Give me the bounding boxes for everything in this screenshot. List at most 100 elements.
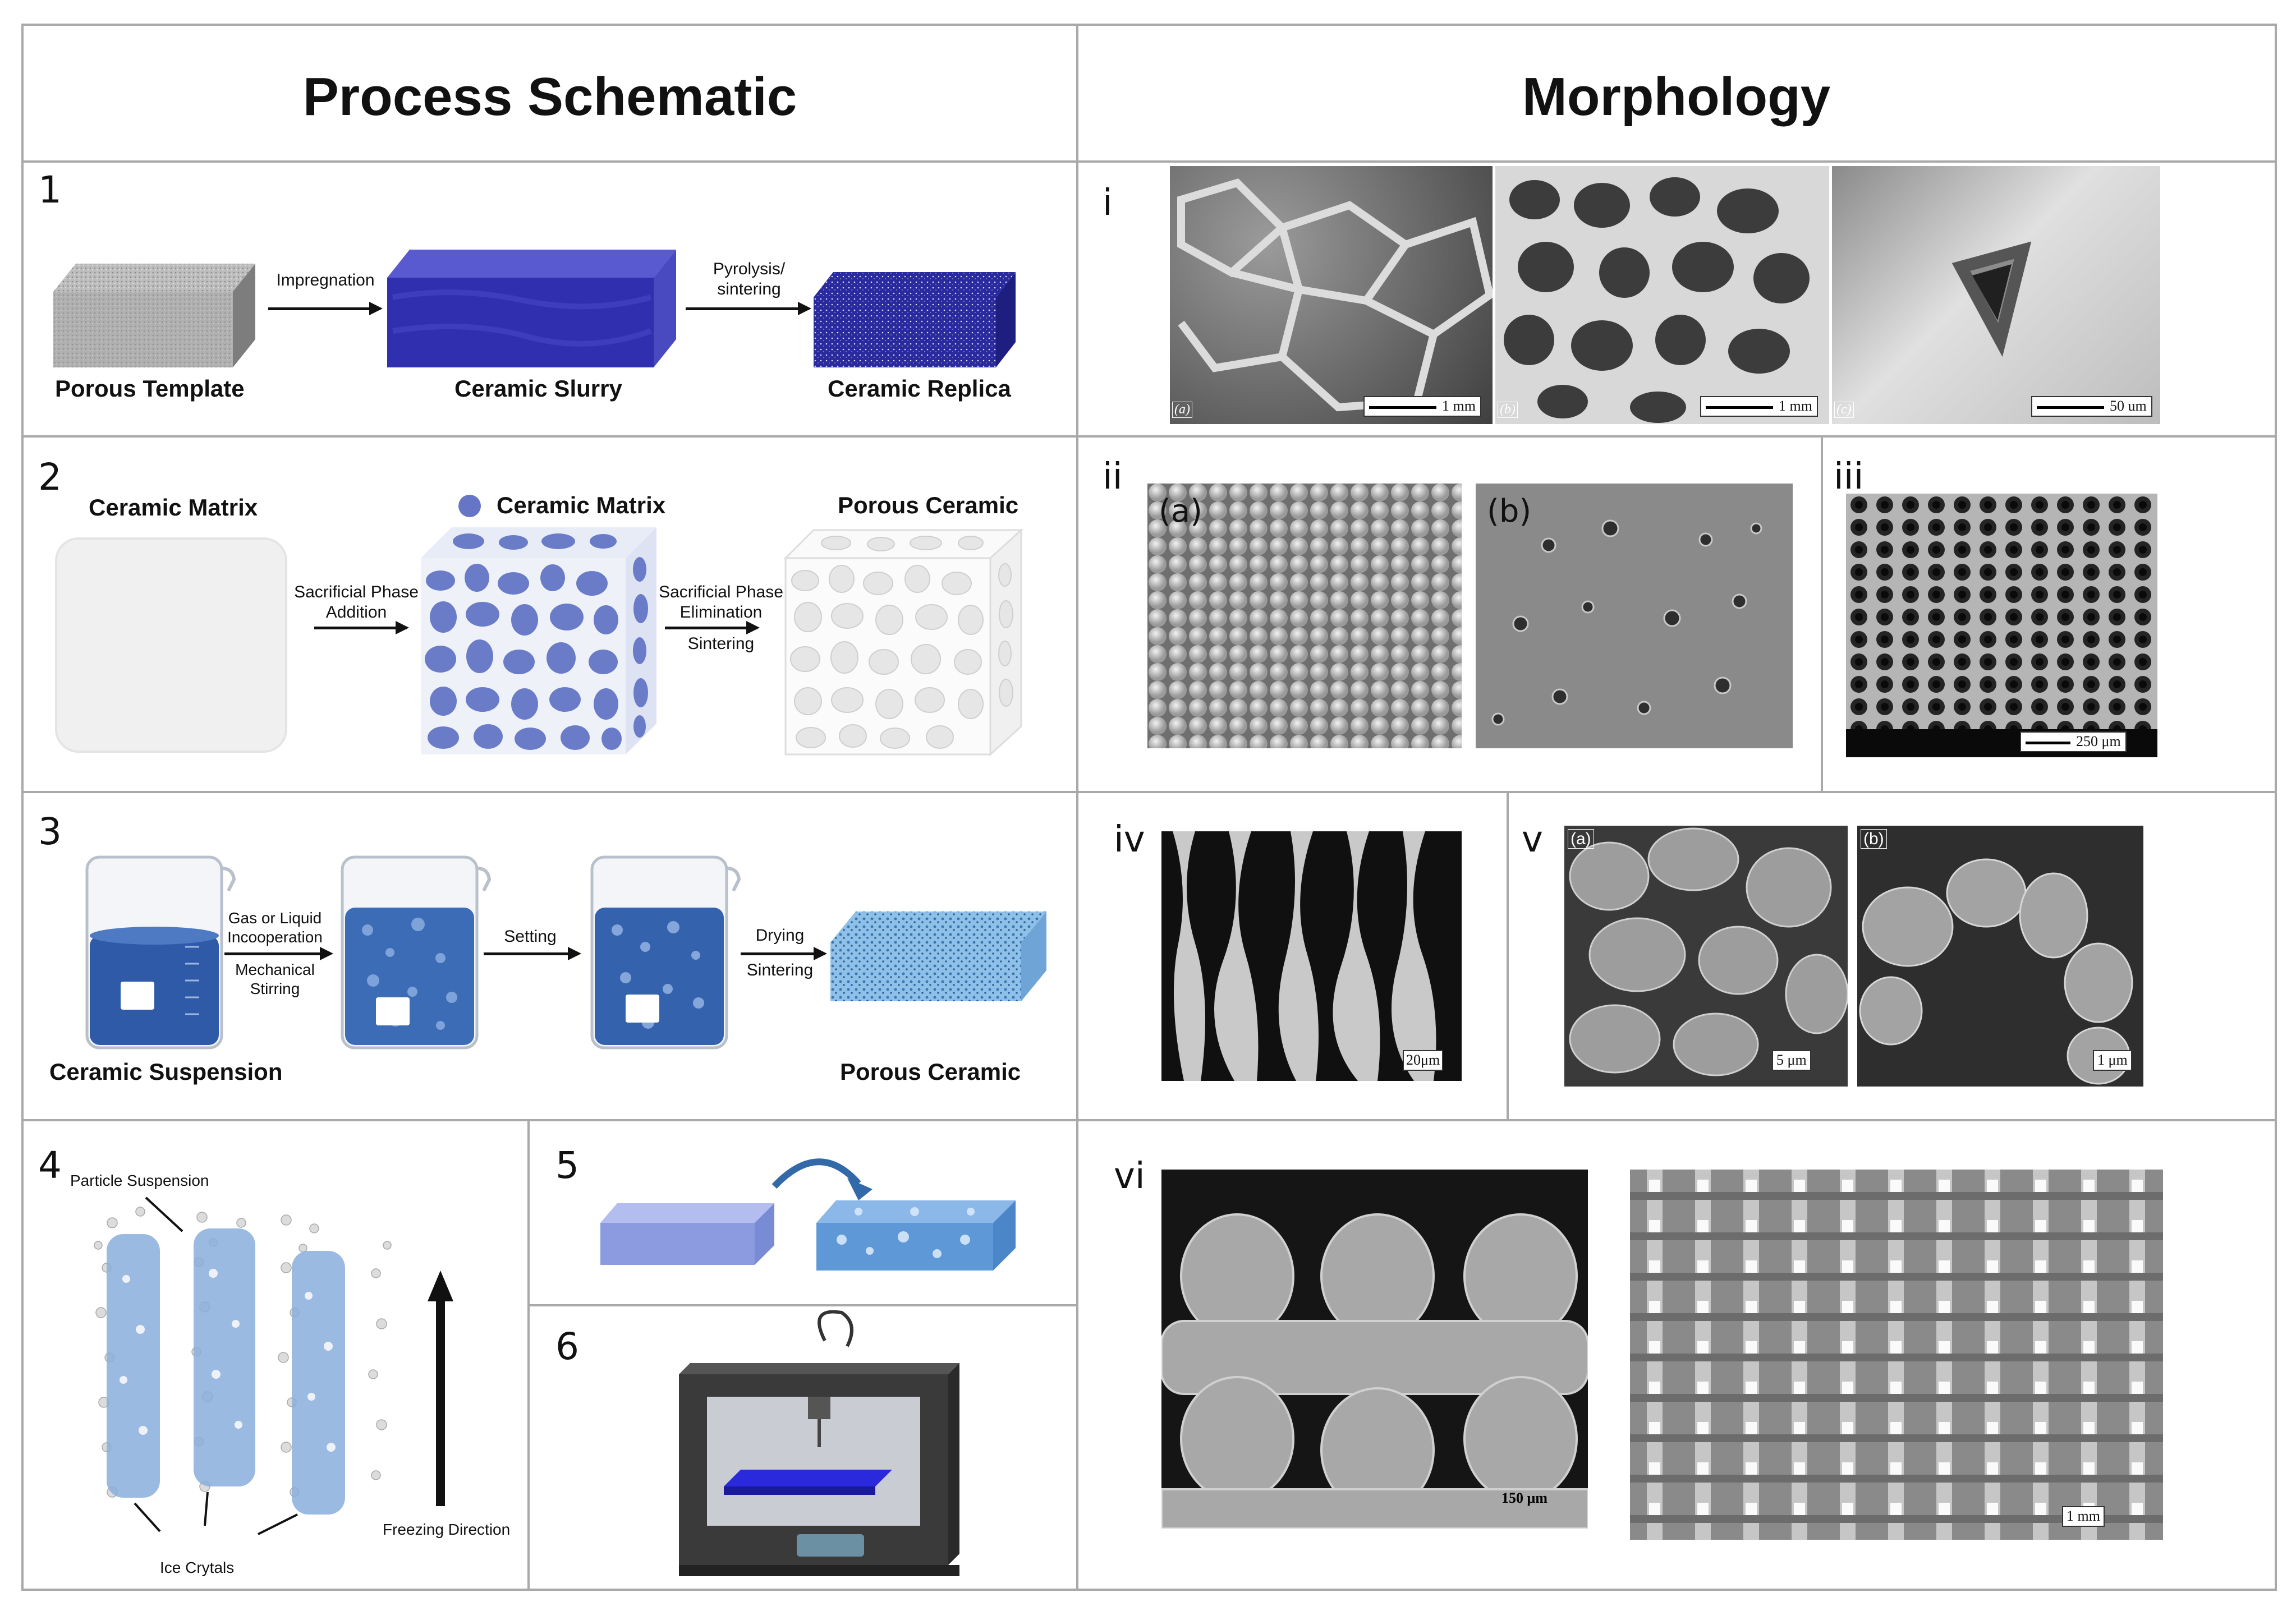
ceramic-suspension-label: Ceramic Suspension <box>49 1058 283 1085</box>
porous-template-label: Porous Template <box>55 375 245 402</box>
scale-text-i-a: 1 mm <box>1442 398 1476 414</box>
impregnation-label: Impregnation <box>276 271 375 289</box>
morph-label-vi: vi <box>1114 1156 1145 1197</box>
panel-label-ii-b: (b) <box>1487 493 1532 530</box>
panel-label-i-c: (c) <box>1834 402 1854 418</box>
row-line-2 <box>21 435 2277 438</box>
porous-cube-white <box>783 528 1023 757</box>
scale-text-v-b: 1 μm <box>2097 1052 2128 1068</box>
3d-printer-illustration <box>679 1310 959 1576</box>
sem-iv: 20μm <box>1161 831 1462 1081</box>
addition-line2: Addition <box>325 603 387 622</box>
panel-label-v-a: (a) <box>1568 829 1594 849</box>
foam-pore-pattern <box>1504 177 1810 423</box>
pyrolysis-arrow <box>686 302 811 315</box>
process-schematic-header: Process Schematic <box>302 67 797 127</box>
elimination-line1: Sacrificial Phase <box>659 583 783 601</box>
row-number-6: 6 <box>555 1325 579 1368</box>
scalebar-i-c: 50 um <box>2031 396 2152 417</box>
outer-border-right <box>2275 24 2277 1591</box>
sem-ii-a: (a) <box>1147 484 1462 748</box>
row-number-1: 1 <box>38 168 62 211</box>
grain-pattern-b <box>1859 858 2133 1085</box>
pyrolysis-line1: Pyrolysis/ <box>713 260 786 278</box>
sem-vi-b: 1 mm <box>1630 1170 2163 1540</box>
foam-strut-pattern <box>1177 178 1493 412</box>
panel-label-i-b: (b) <box>1498 402 1518 418</box>
scale-text-iii: 250 μm <box>2076 733 2121 749</box>
porous-ceramic-label-3: Porous Ceramic <box>840 1058 1021 1085</box>
beaker-1 <box>85 855 236 1050</box>
porous-ceramic-label-2: Porous Ceramic <box>838 492 1019 518</box>
scale-text-v-a: 5 μm <box>1776 1052 1807 1068</box>
elimination-line2: Elimination <box>679 603 763 622</box>
scale-text-vi-b: 1 mm <box>2067 1508 2100 1524</box>
porous-cube-blue <box>421 527 656 754</box>
freezing-direction-label: Freezing Direction <box>383 1521 511 1538</box>
morph-label-iv: iv <box>1114 819 1145 860</box>
foam-bubble-pattern <box>1846 494 2157 757</box>
pyrolysis-label: Pyrolysis/sintering <box>679 259 819 300</box>
sem-ii-b: (b) <box>1476 484 1793 748</box>
outer-border-bottom <box>21 1589 2277 1591</box>
morph-label-ii: ii <box>1103 456 1123 498</box>
ceramic-replica-label: Ceramic Replica <box>828 375 1011 402</box>
sem-i-b: (b) 1 mm <box>1495 166 1829 424</box>
morph-ii-iii-divider <box>1821 435 1823 792</box>
porous-template-block <box>53 264 255 367</box>
elimination-arrow <box>665 621 760 634</box>
sem-i-c: (c) 50 um <box>1832 166 2160 424</box>
row-line-3 <box>21 791 2277 793</box>
ceramic-slurry-block <box>387 250 676 367</box>
pyrolysis-line2: sintering <box>717 280 781 298</box>
outer-border-top <box>21 24 2277 26</box>
scale-text-iv: 20μm <box>1406 1052 1440 1068</box>
scale-text-i-b: 1 mm <box>1779 398 1812 414</box>
sintering-label-3: Sintering <box>746 961 814 979</box>
panel-label-ii-a: (a) <box>1159 493 1203 530</box>
addition-line1: Sacrificial Phase <box>294 583 419 601</box>
ceramic-replica-block <box>814 272 1016 367</box>
row-number-5: 5 <box>555 1144 579 1187</box>
sem-iii: 250 μm <box>1846 494 2157 757</box>
particle-suspension-label: Particle Suspension <box>70 1172 209 1189</box>
sintering-label-2: Sintering <box>687 634 755 653</box>
scalebar-i-b: 1 mm <box>1700 396 1818 417</box>
panel-label-v-b: (b) <box>1861 829 1887 849</box>
gas-line2: Incooperation <box>227 928 323 946</box>
drying-arrow <box>741 947 827 960</box>
morph-label-iii: iii <box>1834 456 1864 498</box>
row-line-1 <box>21 160 2277 163</box>
scalebar-iv: 20μm <box>1403 1050 1444 1071</box>
setting-label: Setting <box>504 927 557 946</box>
scalebar-i-a: 1 mm <box>1363 396 1481 417</box>
morph-label-v: v <box>1522 819 1543 860</box>
morph-iv-v-divider <box>1507 791 1509 1120</box>
stir-line2: Stirring <box>250 979 300 997</box>
printed-lattice-top <box>1630 1170 2163 1540</box>
scalebar-v-a: 5 μm <box>1772 1050 1811 1071</box>
row-line-4 <box>21 1119 2277 1121</box>
outer-border-left <box>21 24 24 1591</box>
drying-sintering-label: Drying <box>735 926 825 946</box>
row5-divider <box>527 1304 1077 1306</box>
sem-v-b: (b) 1 μm <box>1857 826 2143 1087</box>
row-number-4: 4 <box>38 1144 62 1187</box>
legend-dot <box>458 495 481 517</box>
lamellar-pattern <box>1173 831 1436 1081</box>
setting-arrow <box>484 947 581 960</box>
drying-line1: Drying <box>755 926 805 945</box>
gas-line1: Gas or Liquid <box>228 909 322 927</box>
morphology-header: Morphology <box>1522 67 1831 127</box>
row-number-2: 2 <box>38 455 62 499</box>
gel-casting-illustration <box>600 1158 1016 1271</box>
stirring-arrow <box>224 947 333 960</box>
scalebar-iii: 250 μm <box>2020 731 2127 752</box>
scalebar-v-b: 1 μm <box>2093 1050 2132 1071</box>
scalebar-vi-a: 150 μm <box>1498 1489 1551 1508</box>
scale-text-i-c: 50 um <box>2110 398 2147 414</box>
addition-arrow <box>314 621 409 634</box>
